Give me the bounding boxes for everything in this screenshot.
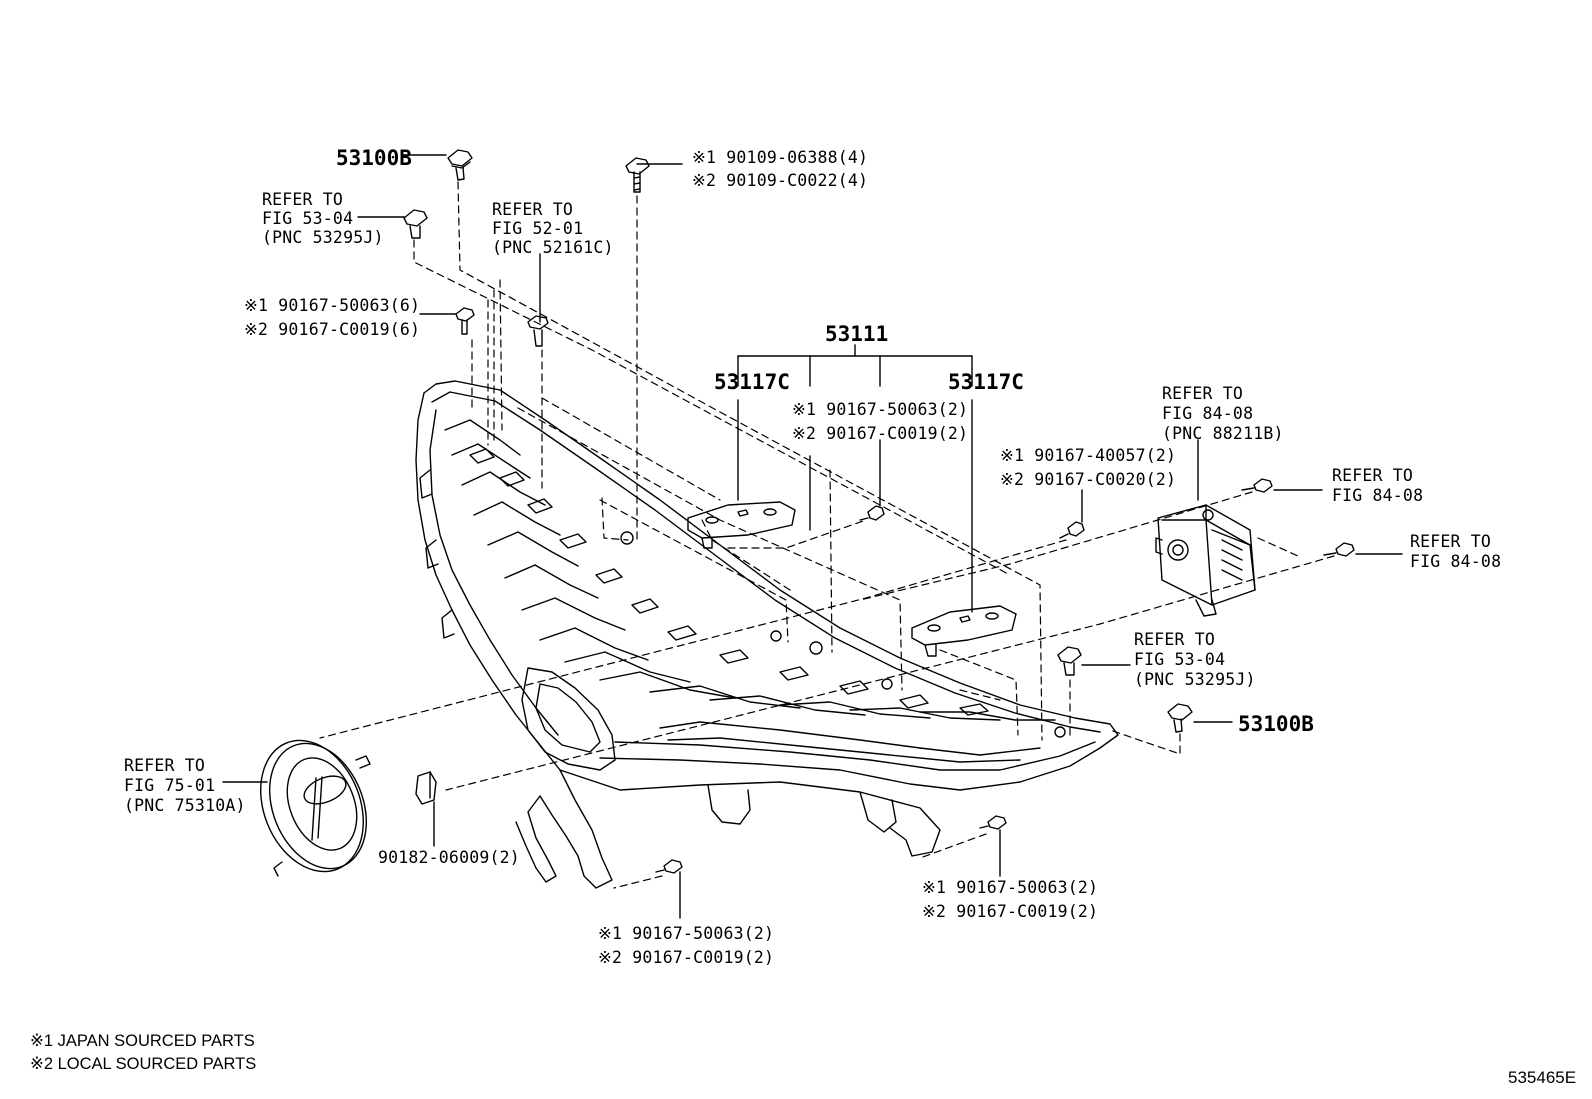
- note-local-sourced: ※2 LOCAL SOURCED PARTS: [30, 1055, 257, 1073]
- emblem: [260, 739, 371, 877]
- label-ref-8408-c-1: REFER TO: [1410, 532, 1492, 551]
- fastener-screw-right: [1059, 521, 1085, 539]
- label-ref-8408-c-2: FIG 84-08: [1410, 552, 1502, 571]
- label-ref-5201-2: FIG 52-01: [492, 219, 584, 238]
- label-53100B-top: 53100B: [336, 146, 412, 170]
- label-ref-8408-b-1: REFER TO: [1332, 466, 1414, 485]
- label-ref-5304-top-1: REFER TO: [262, 190, 344, 209]
- label-screw-mid-1: ※1 90167-50063(2): [792, 400, 969, 419]
- fastener-screw-bottom-right: [979, 815, 1007, 830]
- fastener-clip-right: [1057, 646, 1082, 676]
- fastener-clip-left: [403, 209, 428, 239]
- label-ref-8408-a-2: FIG 84-08: [1162, 404, 1254, 423]
- label-ref-5304-right-3: (PNC 53295J): [1134, 670, 1256, 689]
- label-ref-5304-top-3: (PNC 53295J): [262, 228, 384, 247]
- illustration-id: 535465E: [1508, 1068, 1577, 1087]
- label-screw-left-2: ※2 90167-C0019(6): [244, 320, 421, 339]
- label-nut: 90182-06009(2): [378, 848, 520, 867]
- label-screw-bl-1: ※1 90167-50063(2): [598, 924, 775, 943]
- note-japan-sourced: ※1 JAPAN SOURCED PARTS: [30, 1032, 255, 1050]
- label-ref-5201-3: (PNC 52161C): [492, 238, 614, 257]
- label-screw-br-2: ※2 90167-C0019(2): [922, 902, 1099, 921]
- bracket-53117C-right: [911, 605, 1017, 657]
- label-screw-left-1: ※1 90167-50063(6): [244, 296, 421, 315]
- label-53117C-left: 53117C: [714, 370, 790, 394]
- label-ref-8408-b-2: FIG 84-08: [1332, 486, 1424, 505]
- label-ref-5304-right-2: FIG 53-04: [1134, 650, 1226, 669]
- label-53100B-right: 53100B: [1238, 712, 1314, 736]
- label-ref-8408-a-1: REFER TO: [1162, 384, 1244, 403]
- label-ref-5304-top-2: FIG 53-04: [262, 209, 354, 228]
- label-screw-right-1: ※1 90167-40057(2): [1000, 446, 1177, 465]
- label-screw-br-1: ※1 90167-50063(2): [922, 878, 1099, 897]
- leader-lines: [222, 154, 1403, 919]
- label-ref-5201-1: REFER TO: [492, 200, 574, 219]
- fastener-bolt-top: [625, 157, 650, 193]
- bracket-53117C-left: [687, 501, 796, 549]
- label-ref-7501-1: REFER TO: [124, 756, 206, 775]
- label-screw-right-2: ※2 90167-C0020(2): [1000, 470, 1177, 489]
- label-screw-mid-2: ※2 90167-C0019(2): [792, 424, 969, 443]
- label-ref-5304-right-1: REFER TO: [1134, 630, 1216, 649]
- fastener-53100B-right: [1167, 703, 1193, 733]
- label-bolt-top-1: ※1 90109-06388(4): [692, 148, 869, 167]
- fastener-53100B-top: [447, 149, 473, 181]
- fastener-clip-center: [527, 315, 549, 347]
- fastener-screw-mid: [859, 505, 885, 521]
- fastener-screw-bottom-left: [655, 859, 683, 874]
- fastener-module-a: [1241, 478, 1273, 493]
- grille-frame: [415, 380, 1119, 889]
- label-bolt-top-2: ※2 90109-C0022(4): [692, 171, 869, 190]
- label-ref-7501-2: FIG 75-01: [124, 776, 216, 795]
- assembly-lines: [319, 181, 1335, 889]
- fastener-module-b: [1323, 542, 1355, 557]
- label-ref-8408-a-3: (PNC 88211B): [1162, 424, 1284, 443]
- fastener-nut: [415, 771, 437, 805]
- label-ref-7501-3: (PNC 75310A): [124, 796, 246, 815]
- label-screw-bl-2: ※2 90167-C0019(2): [598, 948, 775, 967]
- label-53111: 53111: [825, 322, 889, 346]
- sensor-module: [1155, 504, 1256, 617]
- fastener-screw-left: [455, 307, 475, 335]
- label-53117C-right: 53117C: [948, 370, 1024, 394]
